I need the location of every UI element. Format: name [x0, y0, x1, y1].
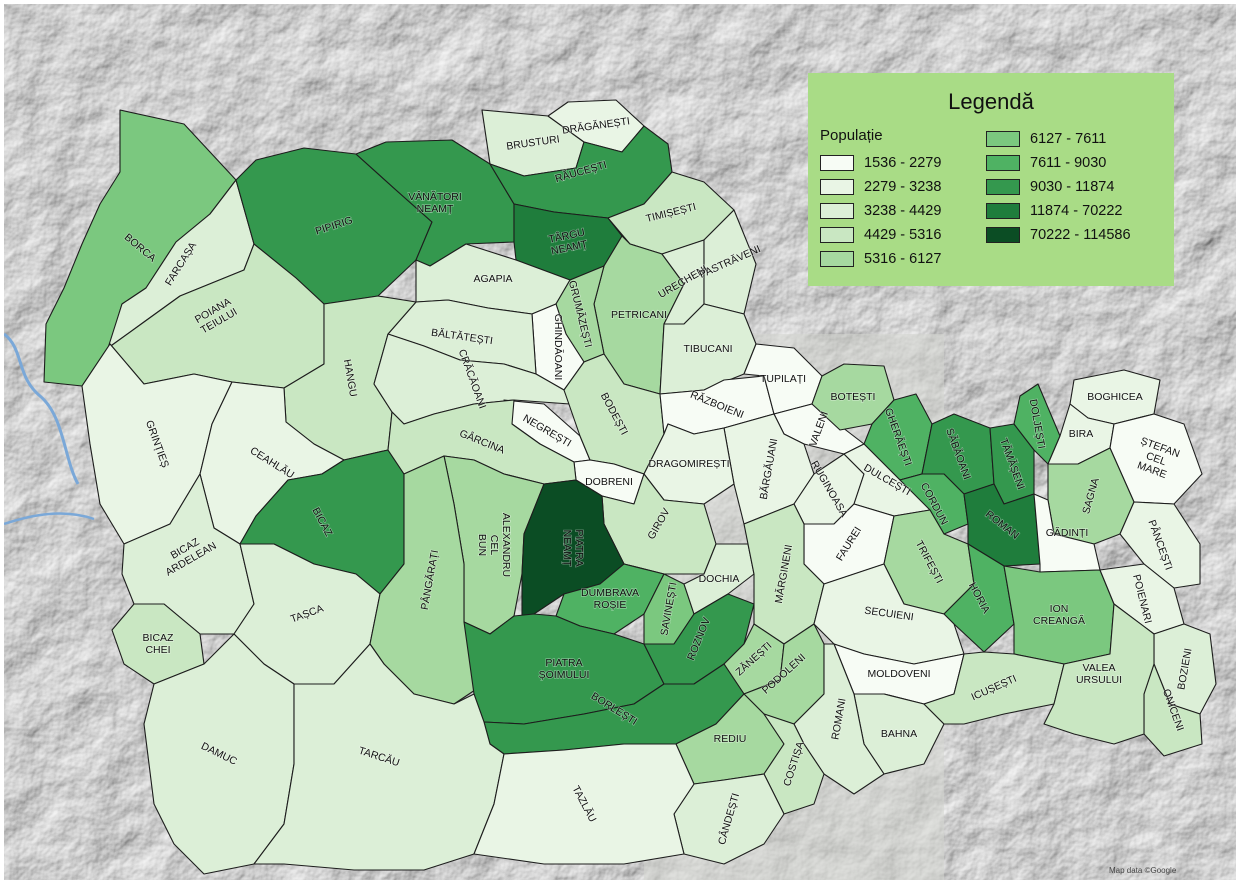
legend-swatch: [820, 179, 854, 195]
legend-swatch: [986, 155, 1020, 171]
commune-dochia[interactable]: [683, 543, 755, 615]
legend-range: 5316 - 6127: [864, 251, 942, 267]
map-attribution: Map data ©Google: [1109, 866, 1177, 875]
commune-costisa[interactable]: [763, 713, 825, 815]
legend-item: 1536 - 2279: [820, 153, 941, 173]
commune-label: PETRICANI: [611, 309, 667, 321]
legend-swatch: [986, 131, 1020, 147]
commune-tazlau[interactable]: [473, 743, 695, 865]
commune-label: DOCHIA: [699, 573, 740, 585]
legend-range: 4429 - 5316: [864, 227, 942, 243]
legend-swatch: [820, 251, 854, 267]
commune-romani[interactable]: [793, 643, 885, 795]
legend-item: 7611 - 9030: [986, 153, 1106, 173]
legend-range: 6127 - 7611: [1030, 131, 1107, 147]
legend-title: Legendă: [948, 89, 1034, 114]
commune-label: GĂDINȚI: [1046, 526, 1089, 539]
commune-label: ALEXANDRUCELBUN: [476, 513, 512, 577]
commune-label: DRAGOMIREȘTI: [648, 458, 729, 470]
commune-label: MOLDOVENI: [867, 668, 930, 680]
river: [4, 332, 80, 485]
legend-item: 2279 - 3238: [820, 177, 941, 197]
legend-panel: Legendă Populație 1536 - 2279 2279 - 323…: [808, 73, 1174, 286]
river: [4, 512, 95, 526]
legend-subtitle: Populație: [820, 127, 883, 144]
commune-label: TUPILAȚI: [760, 373, 806, 385]
commune-bicaz-chei[interactable]: [111, 603, 205, 685]
legend-swatch: [820, 155, 854, 171]
legend-swatch: [820, 227, 854, 243]
legend-range: 3238 - 4429: [864, 203, 942, 219]
legend-item: 5316 - 6127: [820, 249, 941, 269]
legend-swatch: [986, 227, 1020, 243]
legend-item: 11874 - 70222: [986, 201, 1122, 221]
commune-label: REDIU: [714, 733, 747, 745]
legend-item: 70222 - 114586: [986, 225, 1131, 245]
commune-pastraveni[interactable]: [703, 209, 757, 315]
legend-item: 3238 - 4429: [820, 201, 941, 221]
legend-swatch: [986, 179, 1020, 195]
commune-valea-ursului[interactable]: [1043, 603, 1155, 745]
legend-range: 70222 - 114586: [1030, 227, 1131, 243]
legend-range: 2279 - 3238: [864, 179, 942, 195]
legend-range: 7611 - 9030: [1030, 155, 1107, 171]
commune-label: BIRA: [1069, 428, 1094, 440]
commune-label: TIBUCANI: [683, 343, 732, 355]
legend-swatch: [820, 203, 854, 219]
choropleth-map: BORCAFARCAȘAPIPIRIGVÂNĂTORINEAMȚBRUSTURI…: [43, 99, 1217, 875]
commune-label: BAHNA: [881, 728, 917, 740]
commune-polygons: [43, 99, 1217, 875]
commune-label: PIATRANEAMȚ: [561, 529, 585, 567]
commune-label: BOGHICEA: [1087, 391, 1142, 403]
commune-label: AGAPIA: [473, 273, 512, 285]
legend-range: 9030 - 11874: [1030, 179, 1115, 195]
commune-secuieni[interactable]: [813, 563, 965, 665]
commune-gadinti[interactable]: [1033, 493, 1101, 573]
commune-label: BOTEȘTI: [831, 391, 876, 403]
legend-range: 11874 - 70222: [1030, 203, 1123, 219]
legend-item: 6127 - 7611: [986, 129, 1106, 149]
commune-vanatori-neamt[interactable]: [355, 139, 515, 267]
commune-label: DOBRENI: [585, 476, 633, 488]
legend-swatch: [986, 203, 1020, 219]
legend-range: 1536 - 2279: [864, 155, 942, 171]
legend-item: 9030 - 11874: [986, 177, 1114, 197]
commune-label: GHINDĂOANI: [552, 314, 565, 381]
legend-item: 4429 - 5316: [820, 225, 941, 245]
